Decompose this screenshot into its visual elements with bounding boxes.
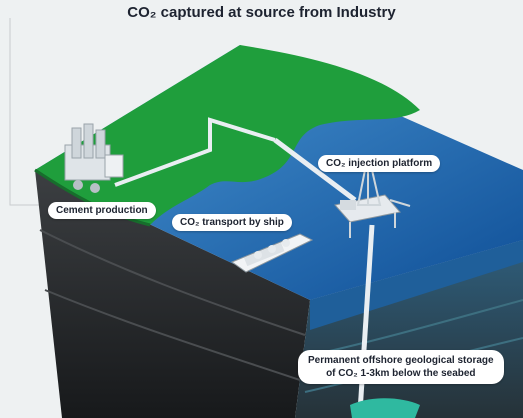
label-geological-storage: Permanent offshore geological storage of… [298,350,504,384]
label-cement-production: Cement production [48,202,156,219]
strata-line [44,289,301,381]
storage-line-2: of CO₂ 1-3km below the seabed [326,368,476,379]
cement-plant-icon [64,123,124,193]
strata-line [311,299,523,356]
storage-line-1: Permanent offshore geological storage [308,355,494,366]
pipeline-icon [114,117,276,187]
label-ship-transport: CO₂ transport by ship [172,214,292,231]
diagram-title: CO₂ captured at source from Industry [127,4,396,21]
label-injection-platform: CO₂ injection platform [318,155,441,172]
block-left-face [35,170,310,418]
storage-reservoir [350,398,420,418]
pipeline-sea [273,138,357,202]
ship-icon [230,233,314,273]
strata-line [39,229,306,336]
sea-side-face [310,240,523,330]
